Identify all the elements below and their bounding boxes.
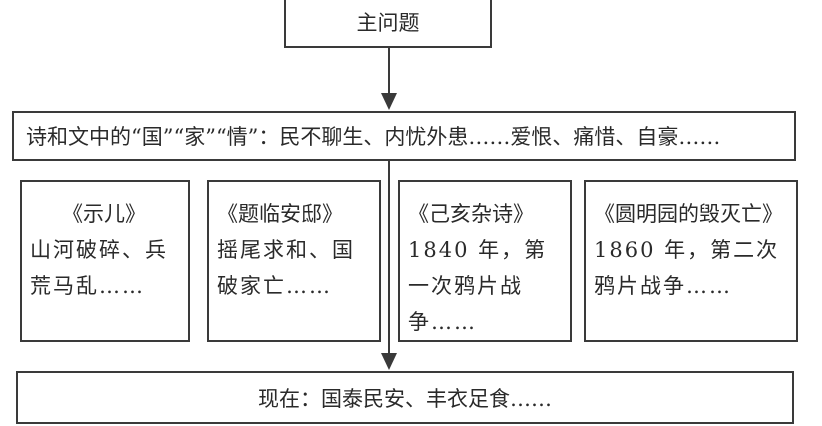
main-question-label: 主问题 [356,11,420,35]
main-question-box: 主问题 [284,0,492,48]
poem-box-yuanmingyuan: 《圆明园的毁灭亡》 1860 年，第二次鸦片战争…… [584,180,798,342]
conclusion-box: 现在：国泰民安、丰衣足食…… [16,371,794,424]
poem-title: 《示儿》 [62,202,146,226]
summary-text: 诗和文中的“国”“家”“情”：民不聊生、内忧外患……爱恨、痛惜、自豪…… [26,125,721,149]
poem-box-shier: 《示儿》 山河破碎、兵荒马乱…… [20,180,190,342]
poem-title: 《己亥杂诗》 [408,202,534,226]
summary-box: 诗和文中的“国”“家”“情”：民不聊生、内忧外患……爱恨、痛惜、自豪…… [12,111,796,161]
poem-box-tilinanbi: 《题临安邸》 摇尾求和、国破家亡…… [207,180,381,342]
poem-description: 1840 年，第一次鸦片战争…… [408,238,548,334]
poem-description: 1860 年，第二次鸦片战争…… [594,238,780,298]
poem-description: 山河破碎、兵荒马乱…… [30,238,168,298]
conclusion-text: 现在：国泰民安、丰衣足食…… [258,386,552,411]
poem-description: 摇尾求和、国破家亡…… [217,238,355,298]
poem-title: 《圆明园的毁灭亡》 [594,202,783,226]
poem-box-jihaizashi: 《己亥杂诗》 1840 年，第一次鸦片战争…… [398,180,572,342]
poem-title: 《题临安邸》 [217,202,343,226]
arrowhead-to-summary [381,93,397,110]
arrowhead-to-now [381,353,397,370]
